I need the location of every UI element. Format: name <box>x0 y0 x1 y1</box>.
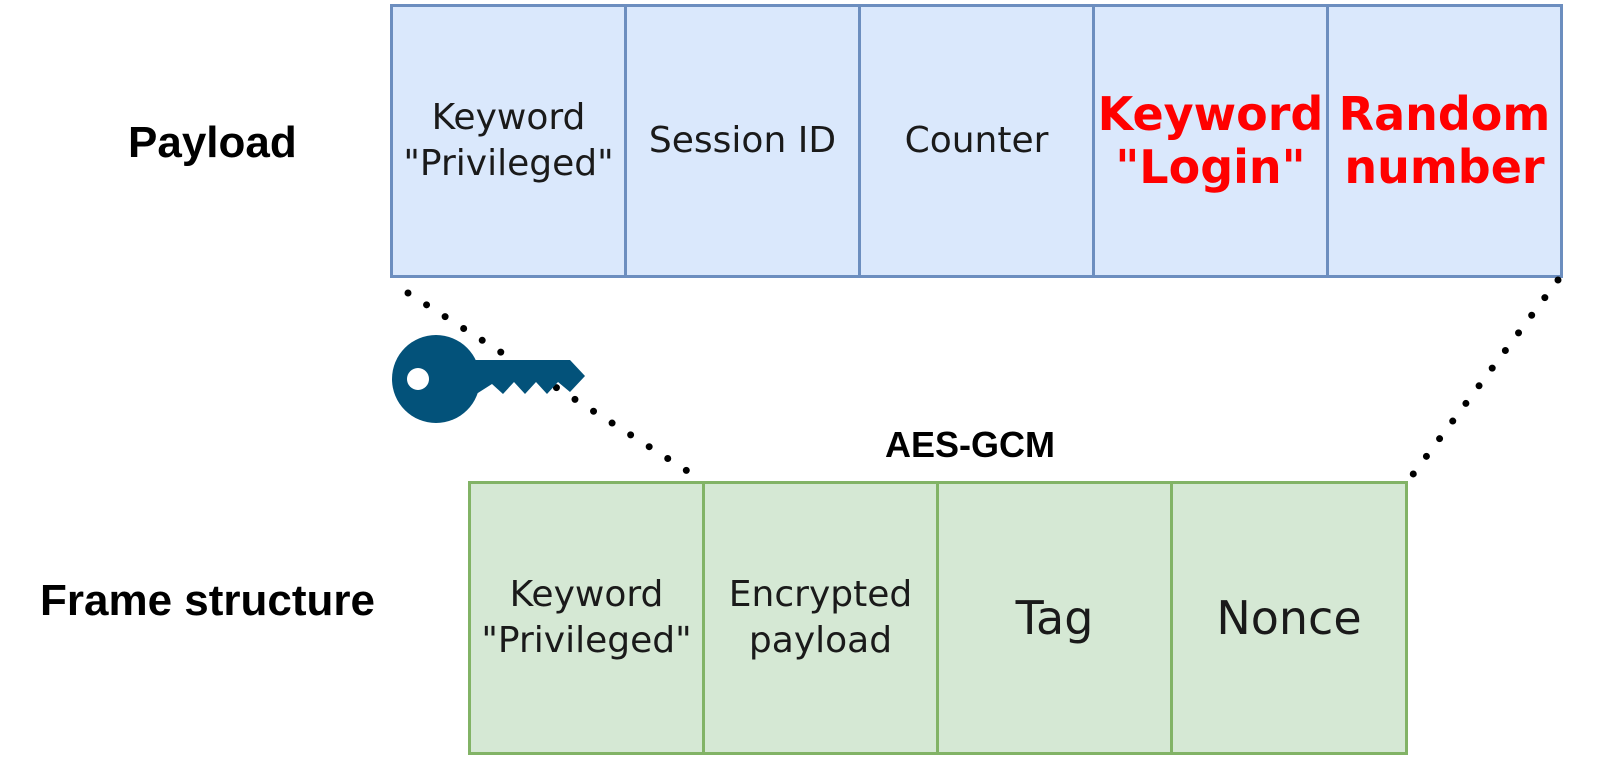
left-dotted-connector <box>404 289 707 485</box>
payload-field-random-number: Random number <box>1326 4 1563 278</box>
payload-field-keyword-login: Keyword "Login" <box>1092 4 1329 278</box>
frame-field-nonce: Nonce <box>1170 481 1408 755</box>
right-dotted-connector <box>1404 276 1562 485</box>
payload-field-counter: Counter <box>858 4 1095 278</box>
cipher-label: AES-GCM <box>885 424 1055 465</box>
frame-field-encrypted-payload: Encrypted payload <box>702 481 939 755</box>
frame-row-label: Frame structure <box>40 576 376 625</box>
payload-field-keyword-privileged: Keyword "Privileged" <box>390 4 627 278</box>
frame-field-tag: Tag <box>936 481 1173 755</box>
key-icon <box>392 335 585 423</box>
frame-field-keyword-privileged: Keyword "Privileged" <box>468 481 705 755</box>
payload-row-label: Payload <box>128 118 297 167</box>
payload-field-session-id: Session ID <box>624 4 861 278</box>
